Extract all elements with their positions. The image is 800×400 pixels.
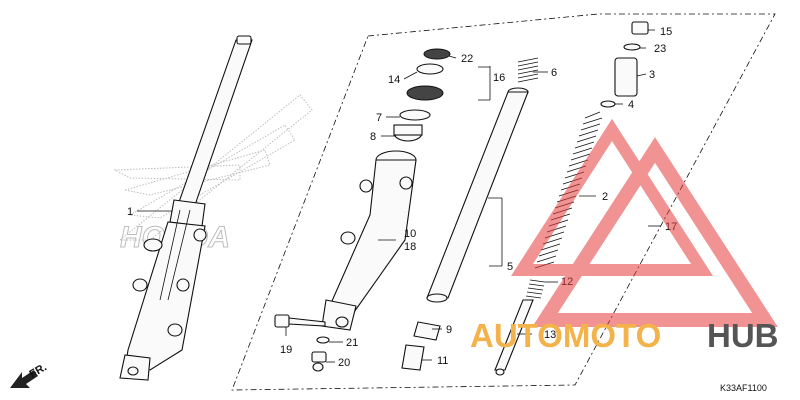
drawing-code: K33AF1100 — [720, 383, 767, 393]
label-part-18: 18 — [404, 241, 416, 253]
exploded-view-boundary — [231, 13, 776, 391]
label-part-9: 9 — [446, 324, 452, 336]
fork-slider — [119, 35, 253, 381]
damper-rod — [494, 279, 546, 376]
label-part-15: 15 — [660, 26, 672, 38]
label-part-4: 4 — [628, 99, 634, 111]
seal-stack — [393, 48, 451, 142]
label-part-14: 14 — [388, 74, 400, 86]
watermark-text-automoto: AUTOMOTO — [470, 317, 661, 354]
cap-stack — [600, 21, 649, 108]
label-part-6: 6 — [551, 67, 557, 79]
label-part-1: 1 — [127, 206, 133, 218]
label-part-7: 7 — [376, 112, 382, 124]
label-part-5: 5 — [507, 261, 513, 273]
front-direction-label: FR. — [28, 361, 49, 380]
label-part-3: 3 — [649, 69, 655, 81]
label-part-13: 13 — [544, 329, 556, 341]
watermark-triangle-icon — [511, 118, 778, 327]
label-part-21: 21 — [346, 337, 358, 349]
label-part-11: 11 — [437, 355, 448, 367]
label-part-10: 10 — [404, 228, 416, 240]
automotohub-watermark: AUTOMOTO HUB — [470, 118, 779, 354]
label-part-8: 8 — [370, 131, 376, 143]
leader-lines — [137, 29, 661, 363]
label-part-2: 2 — [602, 191, 608, 203]
watermark-text-hub: HUB — [707, 317, 779, 354]
label-part-23: 23 — [654, 43, 666, 55]
fork-pipe — [401, 87, 529, 371]
fork-body — [321, 150, 417, 331]
small-spring — [517, 57, 539, 83]
label-part-20: 20 — [338, 357, 350, 369]
bolt-set — [274, 314, 330, 372]
front-direction-marker: FR. — [10, 361, 49, 388]
label-part-19: 19 — [280, 344, 292, 356]
label-part-16: 16 — [493, 72, 505, 84]
label-part-22: 22 — [461, 53, 473, 65]
